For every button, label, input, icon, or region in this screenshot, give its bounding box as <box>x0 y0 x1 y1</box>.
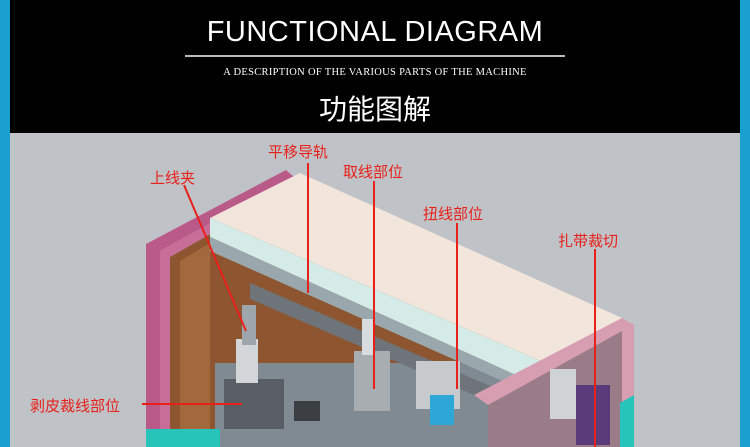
machine-top-panel <box>210 173 622 365</box>
machine-illustration <box>142 163 634 447</box>
header-banner: FUNCTIONAL DIAGRAM A DESCRIPTION OF THE … <box>10 0 740 133</box>
leader-lines <box>142 163 596 447</box>
label-translation-rail: 平移导轨 <box>268 143 329 161</box>
page-title-chinese: 功能图解 <box>318 93 431 126</box>
label-wire-twist-station: 扭线部位 <box>423 205 484 223</box>
label-strip-cut-station: 剥皮裁线部位 <box>30 397 121 415</box>
mechanism-take <box>354 351 390 411</box>
label-upper-wire-clamp: 上线夹 <box>150 169 196 187</box>
label-wire-take-station: 取线部位 <box>343 163 404 181</box>
label-tie-cut: 扎带裁切 <box>558 232 619 250</box>
leader-upper-wire-clamp <box>183 184 247 332</box>
machine-rail <box>210 218 550 385</box>
title-divider <box>185 55 565 57</box>
machine-base <box>146 429 220 447</box>
page-subtitle: A DESCRIPTION OF THE VARIOUS PARTS OF TH… <box>223 67 527 78</box>
page-title: FUNCTIONAL DIAGRAM <box>206 16 544 48</box>
machine-diagram: 上线夹 平移导轨 取线部位 扭线部位 扎带裁切 剥皮裁线部位 <box>10 133 740 447</box>
